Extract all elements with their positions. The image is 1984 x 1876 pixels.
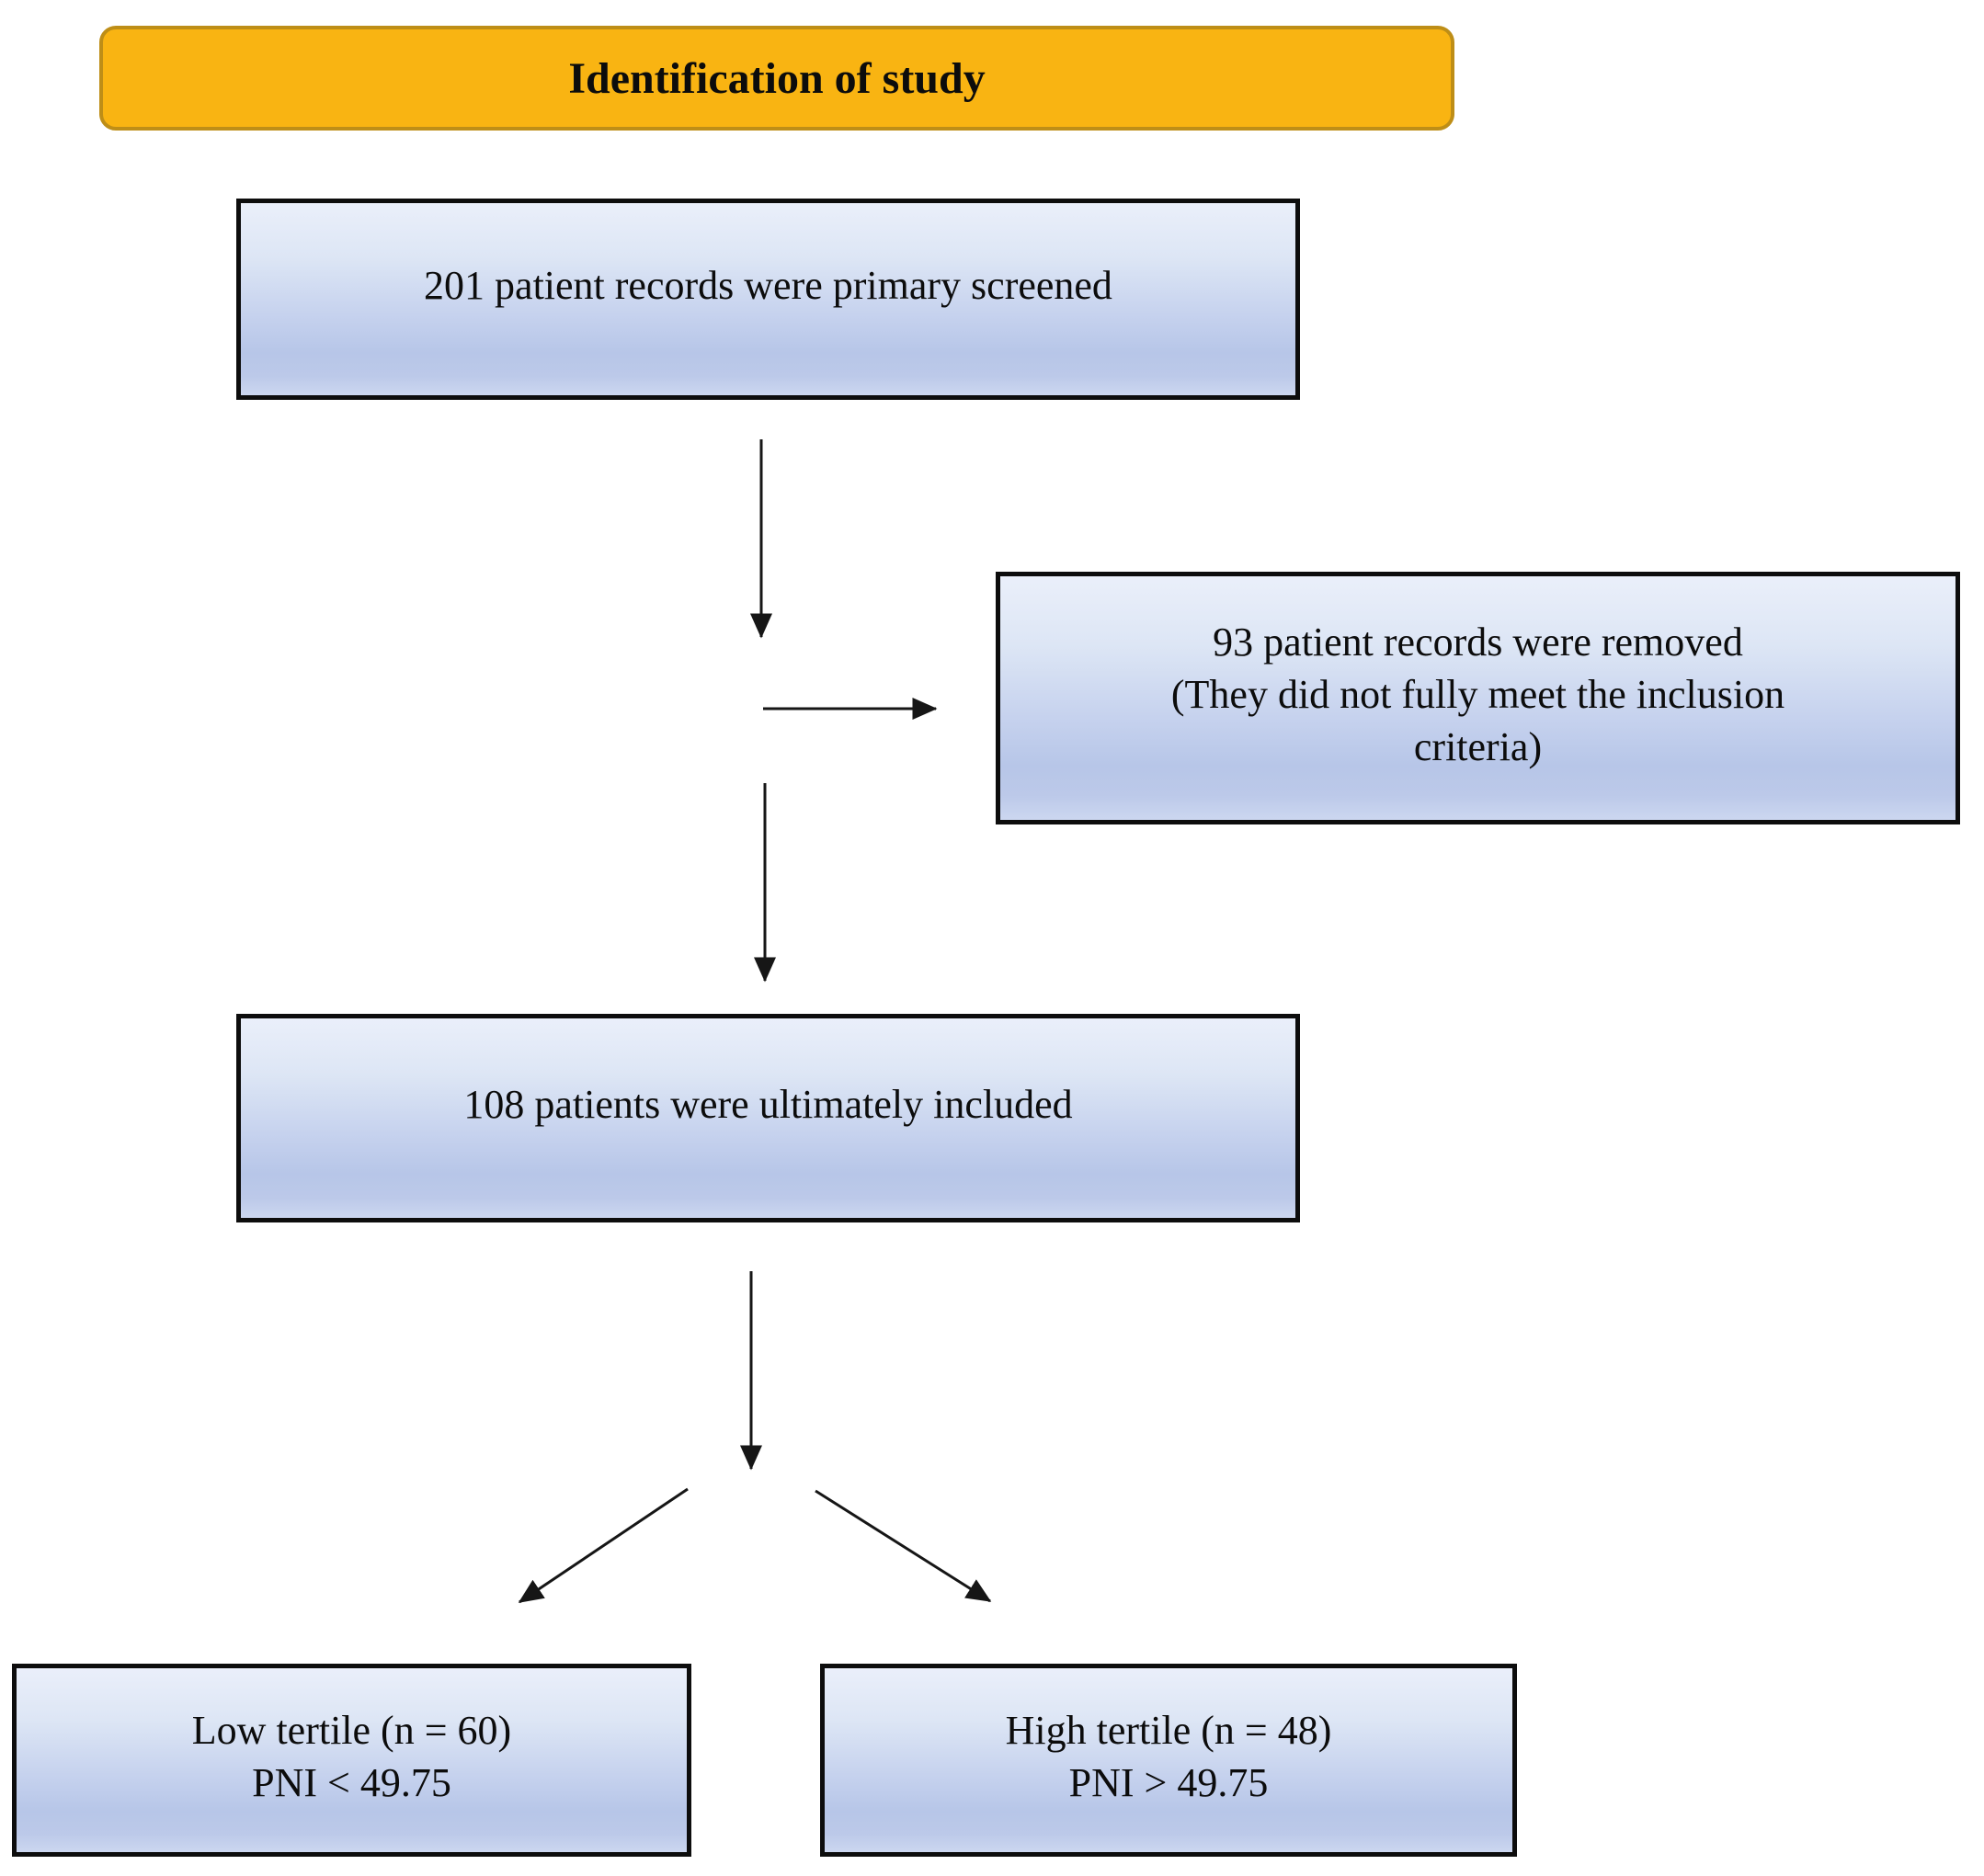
node-primary-screened-text: 201 patient records were primary screene… <box>424 262 1112 308</box>
node-ultimately-included-text: 108 patients were ultimately included <box>463 1081 1073 1127</box>
arrow-to-high-tertile <box>815 1489 992 1603</box>
node-low-tertile-line-2: PNI < 49.75 <box>252 1760 451 1805</box>
node-high-tertile-line-1: High tertile (n = 48) <box>1005 1707 1332 1753</box>
header-identification-of-study: Identification of study <box>99 26 1454 131</box>
node-high-tertile: High tertile (n = 48) PNI > 49.75 <box>820 1664 1517 1857</box>
node-high-tertile-line-2: PNI > 49.75 <box>1068 1760 1269 1805</box>
header-title: Identification of study <box>568 53 986 103</box>
node-ultimately-included: 108 patients were ultimately included <box>236 1014 1300 1222</box>
arrow-to-low-tertile <box>518 1487 689 1604</box>
node-records-removed-line-3: criteria) <box>1413 724 1543 770</box>
node-records-removed: 93 patient records were removed (They di… <box>996 572 1960 824</box>
node-records-removed-line-2: (They did not fully meet the inclusion <box>1170 671 1785 717</box>
node-low-tertile: Low tertile (n = 60) PNI < 49.75 <box>12 1664 691 1857</box>
node-low-tertile-line-1: Low tertile (n = 60) <box>191 1707 512 1753</box>
node-records-removed-line-1: 93 patient records were removed <box>1213 619 1743 665</box>
node-primary-screened: 201 patient records were primary screene… <box>236 199 1300 400</box>
